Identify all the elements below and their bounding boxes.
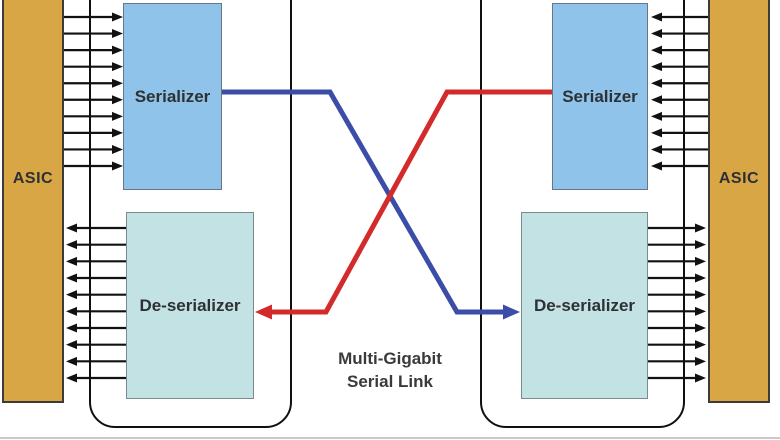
left-deserializer-box: De-serializer [126, 212, 254, 399]
bus-arrowhead [695, 323, 706, 333]
bus-arrowhead [66, 256, 77, 266]
figure-bottom-edge [0, 437, 780, 439]
bus-arrowhead [66, 290, 77, 300]
right-serializer-label: Serializer [562, 86, 638, 106]
left-serializer-label: Serializer [134, 86, 211, 106]
bus-arrowhead [66, 223, 77, 233]
bus-arrowhead [695, 306, 706, 316]
bus-arrowhead [66, 356, 77, 366]
bus-arrowhead [695, 240, 706, 250]
bus-arrowhead [66, 340, 77, 350]
right-serializer-box: Serializer [552, 3, 648, 190]
serial-link-caption-line2: Serial Link [347, 372, 433, 391]
bus-arrowhead [66, 323, 77, 333]
bus-arrowhead [695, 256, 706, 266]
right-asic-chip: ASIC [708, 0, 770, 403]
bus-arrowhead [66, 240, 77, 250]
right-deserializer-box: De-serializer [521, 212, 648, 399]
left-serializer-box: Serializer [123, 3, 222, 190]
left-asic-label: ASIC [12, 170, 54, 187]
bus-arrowhead [66, 273, 77, 283]
right-asic-label: ASIC [718, 170, 760, 187]
serial-link-caption: Multi-Gigabit Serial Link [294, 347, 486, 393]
bus-arrowhead [695, 273, 706, 283]
serial-link-caption-line1: Multi-Gigabit [338, 349, 442, 368]
bus-arrowhead [66, 306, 77, 316]
left-asic-chip: ASIC [2, 0, 64, 403]
bus-arrowhead [695, 373, 706, 383]
left-deserializer-label: De-serializer [139, 295, 241, 315]
bus-arrowhead [695, 223, 706, 233]
bus-arrowhead [695, 356, 706, 366]
bus-arrowhead [66, 373, 77, 383]
bus-arrowhead [695, 290, 706, 300]
right-deserializer-label: De-serializer [533, 295, 636, 315]
bus-arrowhead [695, 340, 706, 350]
